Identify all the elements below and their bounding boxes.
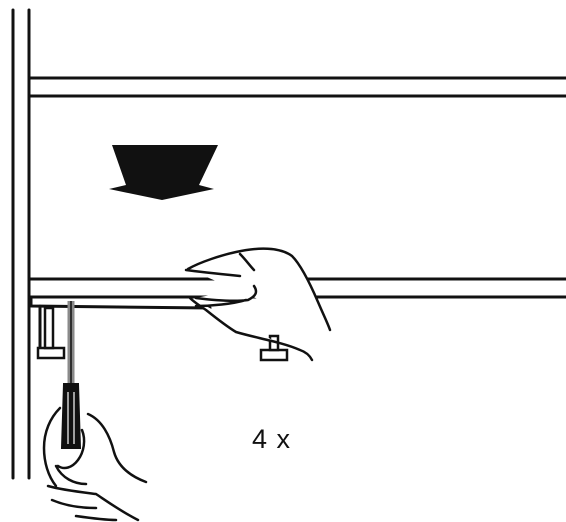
- foot-icon: [259, 348, 289, 362]
- screwdriver-icon: [60, 301, 82, 449]
- down-arrow-icon: [109, 145, 218, 200]
- shelf-support-frame: [29, 295, 212, 350]
- count-label: 4 x: [252, 424, 292, 454]
- hand-icon: [42, 406, 148, 522]
- foot-icon: [36, 346, 66, 360]
- foot-icon: [43, 306, 55, 350]
- hand-icon: [184, 247, 332, 362]
